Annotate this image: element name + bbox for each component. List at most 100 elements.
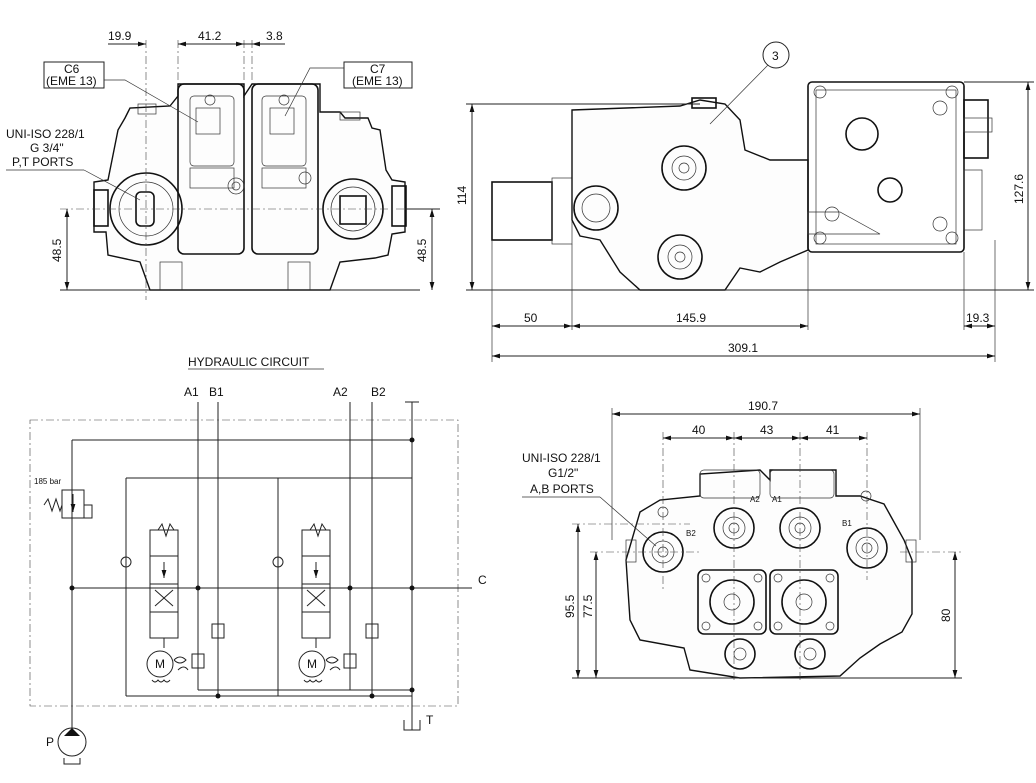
side-fitting-collar [551, 177, 573, 245]
relief-valve-drain [84, 504, 93, 519]
port-t-plug [339, 195, 367, 225]
c7-label-box [343, 61, 413, 89]
tank-symbol [403, 720, 421, 731]
valve-1-spring [157, 522, 175, 538]
ab-ports-line3: A,B PORTS [530, 482, 594, 496]
dim-95-5: 95.5 [563, 594, 577, 618]
bottom-label-a1: A1 [772, 495, 782, 504]
c6-leader [104, 79, 199, 123]
side-port-b [657, 234, 703, 280]
directional-valve-1 [149, 522, 179, 648]
c6-label-name: C6 [64, 62, 80, 76]
side-body-outline [571, 99, 809, 291]
side-port-b-core [674, 251, 686, 263]
c7-label-code: (EME 13) [352, 74, 403, 88]
junction-7 [369, 693, 375, 699]
motor-hole-3 [932, 100, 948, 116]
side-port-a-core [678, 162, 690, 174]
front-body-outline [93, 83, 406, 291]
bottom-connector-1 [699, 469, 761, 499]
dim-114: 114 [455, 186, 469, 205]
side-top-bolt [691, 97, 717, 109]
junction-4 [409, 585, 415, 591]
junction-3 [409, 437, 415, 443]
small-valve-3 [343, 653, 357, 669]
motor-1-coil [173, 656, 189, 671]
front-top-bolt-left [137, 103, 157, 115]
motor-hole-1 [845, 117, 879, 151]
bottom-label-a2: A2 [750, 495, 760, 504]
bottom-view: B2 A2 A1 B1 UNI-ISO 228/1 G1/2" A,B PORT… [522, 399, 962, 680]
bottom-label-b1: B1 [842, 519, 852, 528]
coil-2-core [795, 593, 813, 611]
motor-bolt-4 [945, 231, 959, 245]
circuit-title: HYDRAULIC CIRCUIT [188, 355, 310, 369]
pump-tank-symbol [63, 758, 81, 765]
solenoid-c7-cap [261, 95, 307, 167]
front-top-bolt-right [339, 111, 361, 121]
valve-2-cross-b [306, 589, 326, 607]
coil-2-bolt-4 [825, 621, 835, 631]
circuit-label-c: C [478, 573, 487, 587]
valve-1-cross-b [154, 589, 174, 607]
small-valve-4 [365, 623, 379, 639]
front-right-plug [391, 185, 407, 227]
dim-127-6: 127.6 [1012, 174, 1026, 204]
circuit-label-b2: B2 [371, 385, 386, 399]
dim-309-1: 309.1 [728, 341, 758, 355]
dim-145-9: 145.9 [676, 311, 706, 325]
front-left-plug [93, 189, 109, 227]
motor-2-winding [303, 679, 323, 683]
front-screw-1 [227, 177, 245, 195]
coil-2 [781, 579, 827, 625]
motor-bolt-1 [813, 85, 827, 99]
small-valve-1 [191, 653, 205, 669]
solenoid-c6-base [189, 167, 235, 189]
port-b1-inner [855, 536, 879, 560]
bottom-body-outline [625, 469, 913, 679]
solenoid-c7-window [269, 107, 295, 135]
relief-valve-body [61, 489, 85, 519]
solenoid-c7-base [261, 167, 307, 189]
ab-leader [599, 496, 657, 547]
balloon-3-text: 3 [772, 49, 779, 63]
motor-bolt-3 [813, 231, 827, 245]
junction-2 [347, 585, 353, 591]
small-valve-2 [211, 623, 225, 639]
dim-3-8: 3.8 [266, 29, 283, 43]
side-port-a [661, 145, 707, 191]
motor-hole-4 [932, 216, 948, 232]
solenoid-c6-cap [189, 95, 235, 167]
check-valve-2 [272, 556, 284, 568]
bottom-side-plug-right [905, 539, 917, 563]
ab-ports-line2: G1/2" [548, 466, 578, 480]
motor-hole-2 [877, 177, 903, 203]
side-port-a-inner [671, 155, 697, 181]
bottom-port-t [794, 638, 826, 670]
bottom-port-p [724, 638, 756, 670]
motor-2 [298, 650, 326, 678]
port-b1-core [861, 542, 873, 554]
check-valve-1 [120, 556, 132, 568]
dim-19-9: 19.9 [108, 29, 132, 43]
motor-block [807, 81, 965, 253]
solenoid-c7-screw [278, 94, 290, 106]
dim-19-3: 19.3 [966, 311, 990, 325]
dim-190-7: 190.7 [748, 399, 778, 413]
junction-6 [215, 693, 221, 699]
motor-wedge [807, 211, 881, 235]
dim-40: 40 [692, 423, 706, 437]
bottom-connector-2 [769, 469, 835, 499]
junction-8 [69, 585, 75, 591]
dim-50: 50 [524, 311, 538, 325]
circuit-label-p: P [46, 735, 54, 749]
pt-ports-line3: P,T PORTS [12, 155, 73, 169]
dim-77-5: 77.5 [581, 594, 595, 618]
c6-label-code: (EME 13) [46, 74, 97, 88]
coil-1 [709, 579, 755, 625]
coil-1-bolt-3 [701, 621, 711, 631]
ab-ports-line1: UNI-ISO 228/1 [522, 451, 601, 465]
dim-41: 41 [826, 423, 840, 437]
relief-valve-spring [43, 497, 63, 513]
